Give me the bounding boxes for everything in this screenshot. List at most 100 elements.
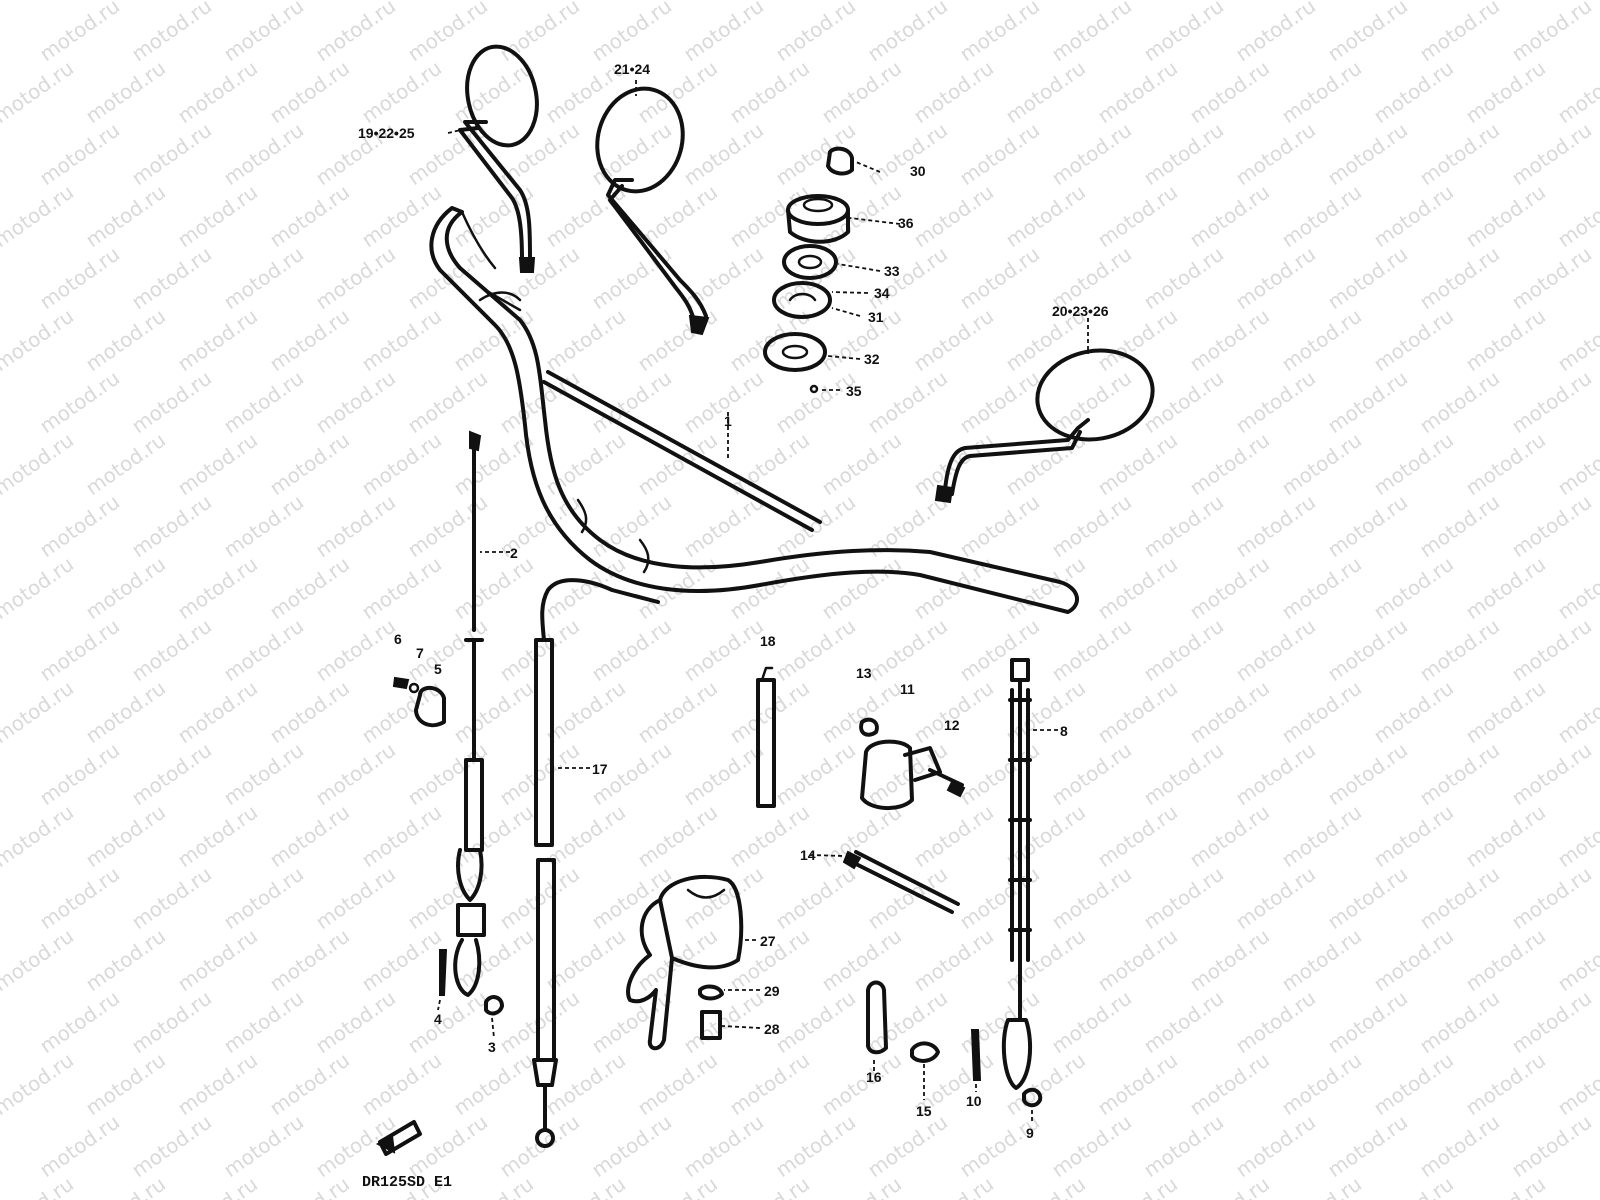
watermark-text: motod.ru	[495, 118, 584, 190]
callout-labels: 19•22•25 21•24 30 36 33 34 31 32 35 20•2…	[358, 61, 1109, 1191]
watermark-text: motod.ru	[909, 676, 998, 748]
watermark-text: motod.ru	[265, 0, 354, 4]
watermark-text: motod.ru	[81, 180, 170, 252]
watermark-text: motod.ru	[1369, 676, 1458, 748]
watermark-text: motod.ru	[1461, 800, 1550, 872]
watermark-text: motod.ru	[909, 800, 998, 872]
watermark-text: motod.ru	[679, 986, 768, 1058]
watermark-text: motod.ru	[541, 552, 630, 624]
watermark-text: motod.ru	[311, 614, 400, 686]
watermark-text: motod.ru	[1231, 614, 1320, 686]
watermark-text: motod.ru	[127, 0, 216, 66]
watermark-text: motod.ru	[1001, 180, 1090, 252]
watermark-text: motod.ru	[541, 676, 630, 748]
watermark-text: motod.ru	[81, 676, 170, 748]
watermark-text: motod.ru	[1231, 986, 1320, 1058]
callout-16: 16	[866, 1069, 882, 1085]
watermark-text: motod.ru	[771, 986, 860, 1058]
watermark-text: motod.ru	[127, 242, 216, 314]
watermark-text: motod.ru	[679, 862, 768, 934]
watermark-text: motod.ru	[817, 924, 906, 996]
watermark-text: motod.ru	[863, 614, 952, 686]
watermark-text: motod.ru	[357, 552, 446, 624]
watermark-text: motod.ru	[1507, 490, 1596, 562]
watermark-text: motod.ru	[1277, 924, 1366, 996]
watermark-text: motod.ru	[35, 366, 124, 438]
watermark-text: motod.ru	[955, 614, 1044, 686]
watermark-text: motod.ru	[449, 304, 538, 376]
watermark-text: motod.ru	[0, 304, 78, 376]
watermark-text: motod.ru	[0, 1172, 78, 1200]
watermark-text: motod.ru	[633, 304, 722, 376]
callout-33: 33	[884, 263, 900, 279]
watermark-text: motod.ru	[679, 118, 768, 190]
watermark-text: motod.ru	[173, 1172, 262, 1200]
callout-10: 10	[966, 1093, 982, 1109]
watermark-text: motod.ru	[173, 428, 262, 500]
watermark-text: motod.ru	[81, 428, 170, 500]
watermark-text: motod.ru	[219, 490, 308, 562]
watermark-text: motod.ru	[1461, 1172, 1550, 1200]
watermark-text: motod.ru	[219, 986, 308, 1058]
watermark-text: motod.ru	[173, 0, 262, 4]
watermark-text: motod.ru	[1369, 800, 1458, 872]
throttle-cable	[532, 578, 660, 1148]
watermark-text: motod.ru	[587, 986, 676, 1058]
screw-3	[484, 995, 504, 1016]
callout-18: 18	[760, 633, 776, 649]
watermark-text: motod.ru	[1415, 862, 1504, 934]
watermark-text: motod.ru	[1139, 118, 1228, 190]
watermark-text: motod.ru	[265, 1172, 354, 1200]
callout-9: 9	[1026, 1125, 1034, 1141]
watermark-text: motod.ru	[817, 676, 906, 748]
watermark-text: motod.ru	[265, 1048, 354, 1120]
watermark-text: motod.ru	[1139, 862, 1228, 934]
watermark-text: motod.ru	[817, 304, 906, 376]
watermark-text: motod.ru	[1231, 118, 1320, 190]
watermark-text: motod.ru	[81, 800, 170, 872]
watermark-text: motod.ru	[265, 180, 354, 252]
watermark-text: motod.ru	[1553, 180, 1600, 252]
watermark-text: motod.ru	[1415, 1110, 1504, 1182]
watermark-text: motod.ru	[541, 1172, 630, 1200]
callout-19-22-25: 19•22•25	[358, 125, 415, 141]
watermark-text: motod.ru	[1323, 986, 1412, 1058]
watermark-text: motod.ru	[1507, 862, 1596, 934]
watermark-text: motod.ru	[0, 56, 78, 128]
watermark-text: motod.ru	[357, 56, 446, 128]
watermark-text: motod.ru	[955, 1110, 1044, 1182]
watermark-text: motod.ru	[127, 738, 216, 810]
watermark-text: motod.ru	[357, 1048, 446, 1120]
watermark-text: motod.ru	[357, 0, 446, 4]
watermark-text: motod.ru	[817, 56, 906, 128]
callout-4: 4	[434, 1011, 442, 1027]
watermark-text: motod.ru	[1185, 924, 1274, 996]
watermark-text: motod.ru	[1185, 180, 1274, 252]
watermark-text: motod.ru	[1231, 1110, 1320, 1182]
watermark-text: motod.ru	[219, 118, 308, 190]
watermark-text: motod.ru	[909, 0, 998, 4]
watermark-text: motod.ru	[1277, 0, 1366, 4]
watermark-text: motod.ru	[1553, 428, 1600, 500]
watermark-text: motod.ru	[1047, 738, 1136, 810]
watermark-text: motod.ru	[265, 800, 354, 872]
watermark-text: motod.ru	[311, 738, 400, 810]
watermark-text: motod.ru	[1093, 180, 1182, 252]
callout-2: 2	[510, 545, 518, 561]
watermark-text: motod.ru	[771, 366, 860, 438]
watermark-text: motod.ru	[1047, 862, 1136, 934]
callout-11: 11	[900, 681, 915, 697]
brake-holder-assembly	[859, 717, 966, 810]
pin-10	[970, 1029, 982, 1081]
callout-27: 27	[760, 933, 776, 949]
watermark-text: motod.ru	[1139, 0, 1228, 66]
watermark-text: motod.ru	[863, 366, 952, 438]
watermark-text: motod.ru	[357, 304, 446, 376]
cable-clip-5-6-7	[392, 676, 446, 728]
watermark-text: motod.ru	[1185, 800, 1274, 872]
watermark-text: motod.ru	[1139, 986, 1228, 1058]
watermark-text: motod.ru	[219, 366, 308, 438]
watermark-text: motod.ru	[1001, 56, 1090, 128]
watermark-text: motod.ru	[81, 304, 170, 376]
